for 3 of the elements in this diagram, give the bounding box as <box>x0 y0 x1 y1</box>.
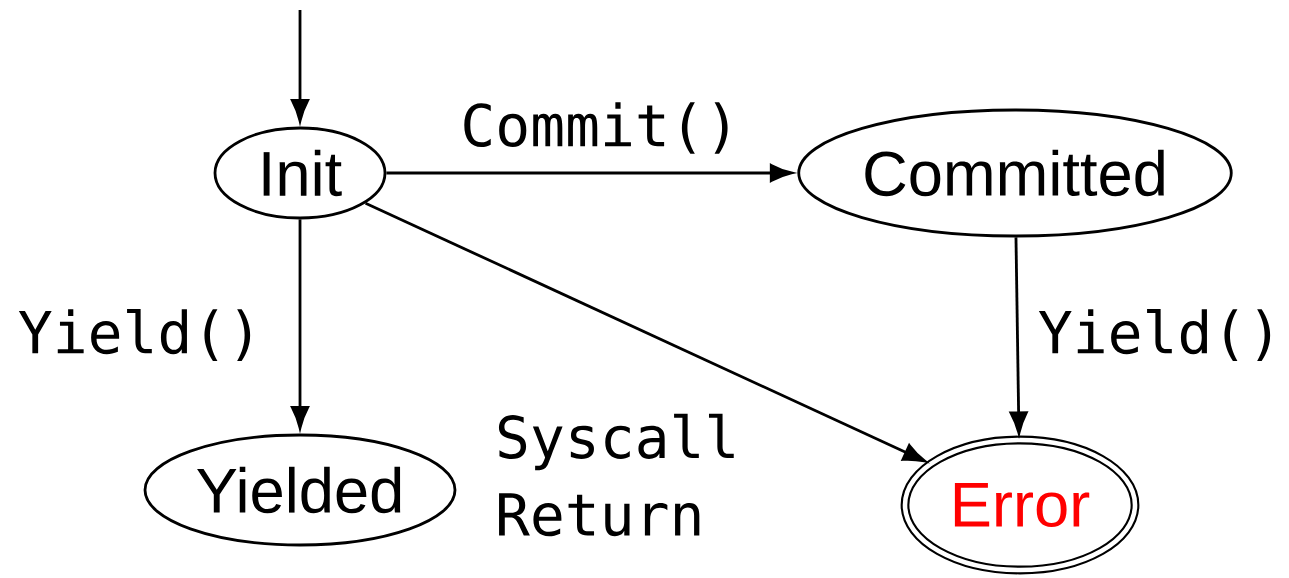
edge-label: Yield() <box>18 309 251 361</box>
edge-label: Yield() <box>1038 309 1271 361</box>
edge-label: Commit() <box>464 102 728 154</box>
